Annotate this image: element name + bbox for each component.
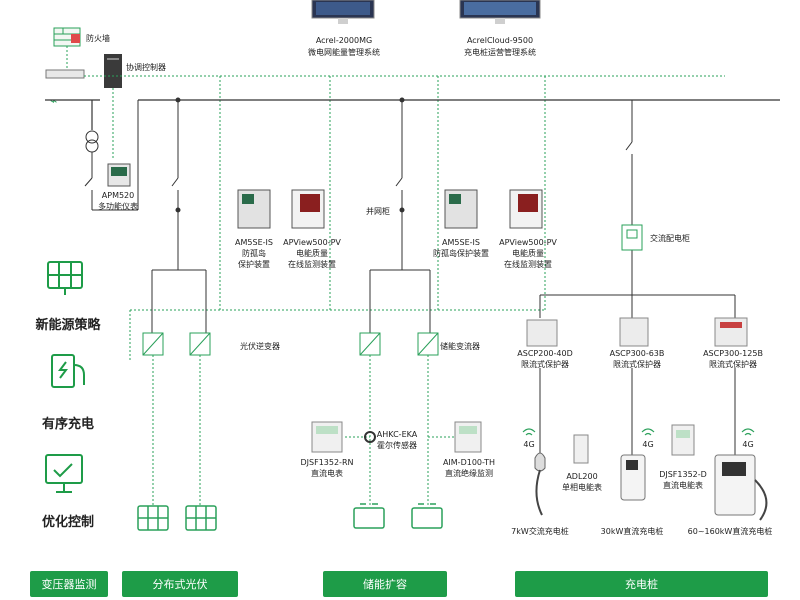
transformer-icon xyxy=(84,100,139,211)
storage-branch xyxy=(369,97,431,333)
meter-model-label: DJSF1352-RN xyxy=(300,458,354,467)
system-desc-label: 充电桩运营管理系统 xyxy=(464,48,536,57)
4g-label: 4G xyxy=(523,440,535,449)
legend-distributed-pv[interactable]: 分布式光伏 xyxy=(122,571,238,597)
battery-icons xyxy=(353,503,443,529)
adl-desc-label: 单相电能表 xyxy=(562,483,602,492)
ac-cabinet-icon xyxy=(621,224,643,251)
protector-desc-label: 限流式保护器 xyxy=(521,360,569,369)
4g-label: 4G xyxy=(742,440,754,449)
monitor-acrelcloud-9500 xyxy=(459,0,541,24)
pv-inverter-icons xyxy=(142,332,211,356)
4g-label: 4G xyxy=(642,440,654,449)
switch-icon xyxy=(45,69,85,79)
pv-dc-lines xyxy=(152,355,201,505)
meter-model-label: AHKC-EKA xyxy=(376,430,418,439)
monitor-acrel-2000mg xyxy=(311,0,375,24)
protector-model-label: ASCP300-125B xyxy=(703,349,763,358)
protect-model-label: AM5SE-IS xyxy=(235,238,273,247)
pv-protection-devices xyxy=(237,189,325,229)
coordinator-label: 协调控制器 xyxy=(126,63,166,72)
wifi-icons xyxy=(522,428,755,436)
apm-desc-label: 多功能仪表 xyxy=(98,202,138,211)
new-energy-strategy-icon xyxy=(47,261,83,295)
protector-desc-label: 限流式保护器 xyxy=(709,360,757,369)
storage-protection-devices xyxy=(444,189,543,229)
strategy-label: 有序充电 xyxy=(41,417,94,432)
orderly-charging-icon xyxy=(51,354,85,388)
pv-branch xyxy=(151,97,207,333)
protect-model-label: APView500-PV xyxy=(283,238,341,247)
strategy-label: 优化控制 xyxy=(41,515,94,530)
adl-model-label: ADL200 xyxy=(566,472,598,481)
apm-model-label: APM520 xyxy=(101,191,135,200)
system-model-label: AcrelCloud-9500 xyxy=(466,36,534,45)
protect-desc-label: 电能质量 xyxy=(296,249,328,258)
charger-meter-icons xyxy=(573,424,695,464)
system-desc-label: 微电网能量管理系统 xyxy=(308,48,380,57)
pcs-label: 储能变流器 xyxy=(440,342,480,351)
meter-desc-label: 霍尔传感器 xyxy=(377,441,417,450)
svg-text:⌁: ⌁ xyxy=(50,94,57,108)
protect-model-label: AM5SE-IS xyxy=(442,238,480,247)
charger-protector-icons xyxy=(526,317,748,347)
storage-meter-icons xyxy=(311,421,482,453)
grid-cabinet-label: 并网柜 xyxy=(366,207,390,216)
charger-label: 30kW直流充电桩 xyxy=(600,527,664,536)
lightning-icon: ⌁ xyxy=(50,94,57,108)
djsf-desc-label: 直流电能表 xyxy=(663,481,703,490)
optimization-control-icon xyxy=(45,454,83,493)
protector-model-label: ASCP200-40D xyxy=(517,349,573,358)
firewall-label: 防火墙 xyxy=(86,34,110,43)
pv-inverter-label: 光伏逆变器 xyxy=(240,342,280,351)
protect-desc-label: 保护装置 xyxy=(238,260,270,269)
legend-storage-expansion[interactable]: 储能扩容 xyxy=(323,571,447,597)
protector-model-label: ASCP300-63B xyxy=(609,349,665,358)
apm520-meter-icon xyxy=(107,163,131,187)
charging-branch xyxy=(539,100,736,455)
protector-desc-label: 限流式保护器 xyxy=(613,360,661,369)
meter-model-label: AIM-D100-TH xyxy=(442,458,496,467)
ac-cabinet-label: 交流配电柜 xyxy=(650,234,690,243)
charger-label: 7kW交流充电桩 xyxy=(511,527,569,536)
strategy-label: 新能源策略 xyxy=(35,318,101,333)
system-model-label: Acrel-2000MG xyxy=(315,36,373,45)
protect-desc-label: 在线监测装置 xyxy=(504,260,552,269)
coordinator-icon xyxy=(104,54,122,88)
protect-desc-label: 防孤岛 xyxy=(242,249,266,258)
protect-model-label: APView500-PV xyxy=(499,238,557,247)
protect-desc-label: 电能质量 xyxy=(512,249,544,258)
firewall-icon xyxy=(53,27,81,47)
legend-transformer-monitor[interactable]: 变压器监测 xyxy=(30,571,108,597)
legend-charging-pile[interactable]: 充电桩 xyxy=(515,571,768,597)
solar-panel-icons xyxy=(137,505,217,531)
meter-desc-label: 直流绝缘监测 xyxy=(445,469,493,478)
charger-icons xyxy=(534,452,768,521)
charger-label: 60~160kW直流充电桩 xyxy=(687,527,773,536)
protect-desc-label: 在线监测装置 xyxy=(288,260,336,269)
comm-lines xyxy=(66,46,725,360)
pcs-icons xyxy=(359,332,439,356)
protect-desc-label: 防孤岛保护装置 xyxy=(433,249,489,258)
meter-desc-label: 直流电表 xyxy=(311,469,343,478)
busbar xyxy=(45,99,780,130)
djsf-model-label: DJSF1352-D xyxy=(659,470,707,479)
